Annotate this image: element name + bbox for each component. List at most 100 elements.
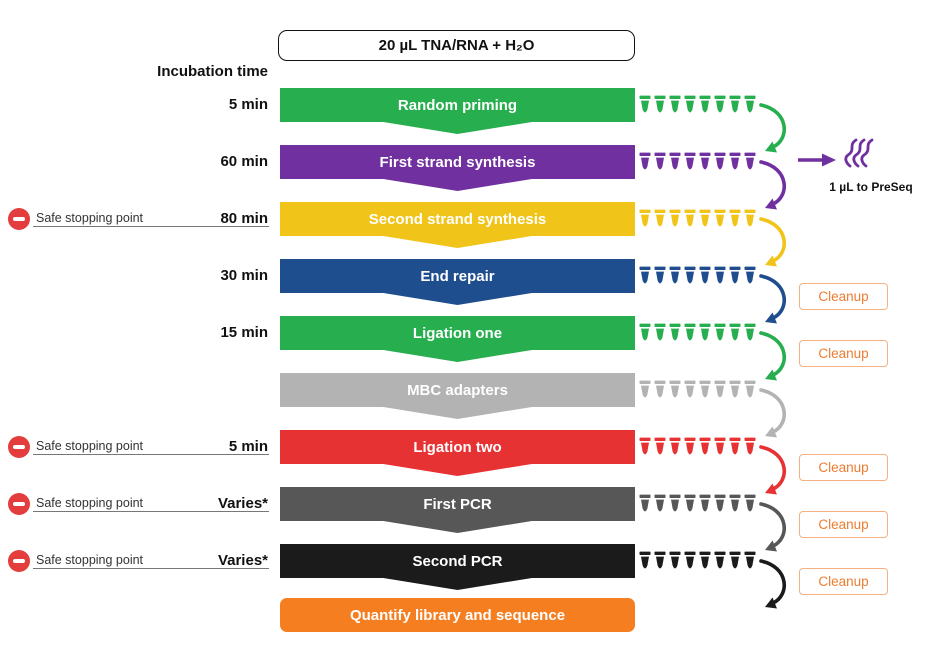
tube-icon — [669, 551, 681, 569]
flow-arrow-icon — [759, 103, 787, 153]
tube-icon — [654, 95, 666, 113]
tube-icon — [654, 152, 666, 170]
tube-icon — [684, 323, 696, 341]
cleanup-box: Cleanup — [799, 454, 888, 481]
safe-stop-line — [33, 202, 269, 227]
tube-icon — [654, 380, 666, 398]
tube-icon — [744, 266, 756, 284]
step-banner: Second PCR — [280, 544, 635, 578]
tube-icon — [744, 152, 756, 170]
step-banner: First PCR — [280, 487, 635, 521]
flow-arrow — [758, 271, 796, 334]
step-banner-point — [377, 349, 538, 362]
safe-stop-line — [33, 430, 269, 455]
flow-arrow-icon — [759, 502, 787, 552]
tube-icon — [699, 152, 711, 170]
minus-icon — [13, 445, 25, 449]
step-banner-point — [377, 463, 538, 476]
flow-arrow — [758, 214, 796, 277]
tube-icon — [639, 494, 651, 512]
flow-arrow-icon — [759, 445, 787, 495]
tube-icon — [654, 323, 666, 341]
step-banner-point — [377, 292, 538, 305]
flow-arrow — [758, 442, 796, 505]
tube-icon — [684, 437, 696, 455]
tube-icon — [684, 551, 696, 569]
tube-icon — [714, 323, 726, 341]
safe-stop-icon — [8, 436, 30, 458]
safe-stop-line — [33, 487, 269, 512]
minus-icon — [13, 217, 25, 221]
safe-stop-icon — [8, 550, 30, 572]
tube-strip — [639, 266, 756, 287]
tube-icon — [699, 551, 711, 569]
incubation-time-label: 5 min — [228, 96, 268, 113]
flow-arrow — [758, 100, 796, 163]
tube-icon — [639, 380, 651, 398]
step-banner: Second strand synthesis — [280, 202, 635, 236]
safe-stop-label: Safe stopping point — [36, 211, 144, 225]
flow-arrow-icon — [759, 274, 787, 324]
tube-icon — [684, 209, 696, 227]
step-banner: End repair — [280, 259, 635, 293]
flow-arrow — [758, 385, 796, 448]
tube-icon — [714, 551, 726, 569]
tube-icon — [684, 95, 696, 113]
tube-icon — [669, 209, 681, 227]
tube-icon — [684, 494, 696, 512]
safe-stop-line — [33, 544, 269, 569]
step-banner-point — [377, 577, 538, 590]
tube-strip — [639, 95, 756, 116]
step-banner-point — [377, 121, 538, 134]
tube-icon — [744, 380, 756, 398]
tube-icon — [669, 152, 681, 170]
tube-icon — [699, 323, 711, 341]
cleanup-box: Cleanup — [799, 283, 888, 310]
minus-icon — [13, 502, 25, 506]
flow-arrow — [758, 328, 796, 391]
tube-icon — [639, 266, 651, 284]
tube-icon — [744, 437, 756, 455]
tube-strip — [639, 437, 756, 458]
tube-icon — [714, 95, 726, 113]
tube-icon — [714, 494, 726, 512]
tube-icon — [729, 494, 741, 512]
tube-icon — [699, 95, 711, 113]
tube-icon — [744, 323, 756, 341]
tube-icon — [714, 380, 726, 398]
step-banner: Random priming — [280, 88, 635, 122]
step-banner-point — [377, 520, 538, 533]
safe-stop-icon — [8, 493, 30, 515]
incubation-time-label: 15 min — [220, 324, 268, 341]
cleanup-box: Cleanup — [799, 568, 888, 595]
tube-icon — [654, 437, 666, 455]
input-sample-label: 20 µL TNA/RNA + H₂O — [378, 37, 535, 54]
input-sample-box: 20 µL TNA/RNA + H₂O — [278, 30, 635, 61]
tube-icon — [654, 266, 666, 284]
tube-icon — [654, 551, 666, 569]
flow-arrow-icon — [759, 388, 787, 438]
tube-icon — [654, 209, 666, 227]
preseq-arrow-icon — [798, 153, 836, 167]
flow-arrow — [758, 157, 796, 220]
safe-stop-label: Safe stopping point — [36, 439, 144, 453]
incubation-time-label: 60 min — [220, 153, 268, 170]
tube-icon — [684, 152, 696, 170]
tube-icon — [744, 209, 756, 227]
step-banner: Ligation two — [280, 430, 635, 464]
flow-arrow-icon — [759, 559, 787, 609]
preseq-label: 1 µL to PreSeq — [829, 180, 913, 194]
tube-strip — [639, 209, 756, 230]
safe-stop-label: Safe stopping point — [36, 496, 144, 510]
step-banner: First strand synthesis — [280, 145, 635, 179]
flow-arrow — [758, 556, 796, 619]
flow-arrow-icon — [759, 331, 787, 381]
step-banner: Ligation one — [280, 316, 635, 350]
tube-icon — [669, 494, 681, 512]
minus-icon — [13, 559, 25, 563]
tube-icon — [729, 95, 741, 113]
tube-icon — [714, 266, 726, 284]
tube-icon — [729, 266, 741, 284]
tube-icon — [684, 380, 696, 398]
